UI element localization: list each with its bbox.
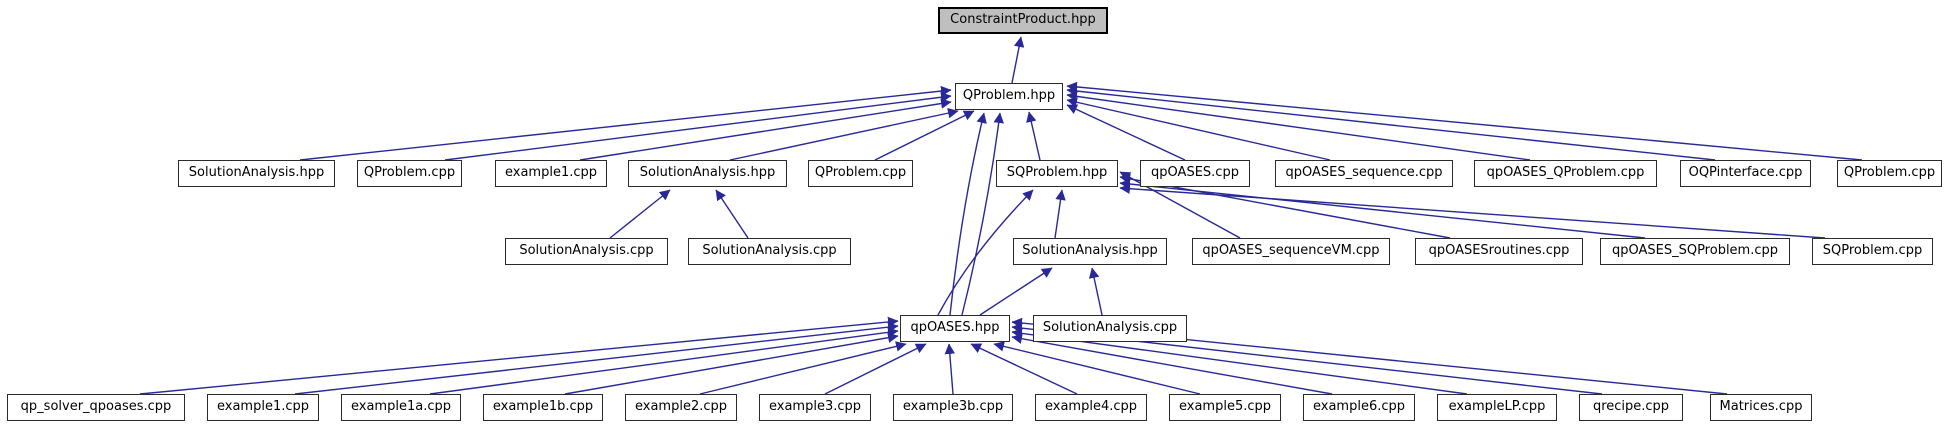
graph-node[interactable]: exampleLP.cpp: [1437, 394, 1557, 421]
dependency-edge-n28-n20: [944, 343, 956, 395]
dependency-edge-n20-n15: [979, 267, 1053, 316]
dependency-edge-n17-n7: [1119, 173, 1451, 239]
graph-node[interactable]: Matrices.cpp: [1710, 394, 1812, 421]
dependency-edge-n1-n0: [1011, 36, 1025, 84]
dependency-edge-n3-n1: [444, 92, 952, 161]
graph-node[interactable]: example4.cpp: [1035, 394, 1147, 421]
graph-node[interactable]: example3.cpp: [759, 394, 871, 421]
dependency-edge-n6-n1: [874, 110, 975, 161]
graph-node[interactable]: SolutionAnalysis.cpp: [688, 238, 851, 265]
dependency-edge-n22-n20: [139, 316, 899, 395]
graph-node[interactable]: example3b.cpp: [893, 394, 1013, 421]
graph-node[interactable]: qpOASES.cpp: [1140, 160, 1250, 187]
graph-node[interactable]: example1.cpp: [495, 160, 607, 187]
dependency-edge-n9-n1: [1066, 97, 1331, 161]
dependency-edge-n12-n1: [1066, 81, 1863, 161]
graph-node[interactable]: example6.cpp: [1303, 394, 1415, 421]
graph-node[interactable]: qpOASES_sequence.cpp: [1275, 160, 1453, 187]
graph-node[interactable]: OQPinterface.cpp: [1680, 160, 1811, 187]
dependency-edge-n31-n20: [1011, 333, 1333, 395]
dependency-edge-n14-n5: [715, 189, 749, 239]
graph-node[interactable]: qpOASES_sequenceVM.cpp: [1192, 238, 1390, 265]
dependency-edge-n23-n20: [294, 321, 899, 395]
graph-node[interactable]: example2.cpp: [625, 394, 737, 421]
graph-node[interactable]: example1a.cpp: [341, 394, 461, 421]
dependency-edge-n10-n1: [1066, 91, 1531, 161]
graph-node[interactable]: qpOASESroutines.cpp: [1415, 238, 1583, 265]
dependency-edge-n27-n20: [824, 343, 927, 395]
graph-node[interactable]: qrecipe.cpp: [1579, 394, 1683, 421]
dependency-edge-n2-n1: [299, 85, 952, 161]
dependency-edge-n5-n1: [729, 107, 959, 161]
graph-node[interactable]: SolutionAnalysis.cpp: [505, 238, 668, 265]
graph-node[interactable]: SQProblem.cpp: [1812, 238, 1933, 265]
graph-node[interactable]: example1.cpp: [207, 394, 319, 421]
graph-node[interactable]: qpOASES.hpp: [900, 315, 1010, 342]
dependency-edge-n25-n20: [564, 332, 899, 395]
graph-node[interactable]: QProblem.cpp: [808, 160, 913, 187]
dependency-edge-n20-n7: [937, 189, 1034, 316]
graph-node[interactable]: SQProblem.hpp: [996, 160, 1118, 187]
dependency-edge-n15-n7: [1054, 189, 1066, 239]
dependency-edge-n4-n1: [579, 98, 952, 161]
dependency-edge-n11-n1: [1066, 85, 1716, 161]
graph-node[interactable]: example1b.cpp: [483, 394, 603, 421]
graph-node[interactable]: qpOASES_SQProblem.cpp: [1600, 238, 1790, 265]
dependency-edge-n20-n1: [961, 112, 1004, 316]
dependency-edge-n13-n5: [609, 189, 671, 239]
graph-node-root: ConstraintProduct.hpp: [938, 7, 1108, 34]
graph-node[interactable]: SolutionAnalysis.hpp: [628, 160, 787, 187]
dependency-edge-n32-n20: [1011, 328, 1468, 395]
graph-node[interactable]: QProblem.hpp: [955, 83, 1063, 110]
graph-node[interactable]: example5.cpp: [1169, 394, 1281, 421]
dependency-edge-n20-n1: [949, 112, 987, 316]
dependency-edge-n21-n15: [1088, 267, 1103, 316]
dependency-edge-n18-n7: [1119, 178, 1646, 239]
dependency-edge-n7-n1: [1026, 111, 1041, 161]
dependency-edge-n8-n1: [1066, 104, 1186, 161]
dependency-edge-n30-n20: [993, 341, 1201, 395]
dependency-edge-n24-n20: [429, 327, 899, 395]
graph-node[interactable]: qp_solver_qpoases.cpp: [7, 394, 185, 421]
graph-node[interactable]: SolutionAnalysis.cpp: [1033, 315, 1187, 342]
graph-node[interactable]: qpOASES_QProblem.cpp: [1474, 160, 1657, 187]
dependency-edge-n19-n7: [1119, 183, 1826, 239]
graph-node[interactable]: SolutionAnalysis.hpp: [1013, 238, 1167, 265]
dependency-edge-n29-n20: [970, 343, 1078, 395]
graph-node[interactable]: SolutionAnalysis.hpp: [178, 160, 335, 187]
graph-node[interactable]: QProblem.cpp: [1837, 160, 1942, 187]
dependency-edge-n26-n20: [699, 341, 907, 395]
graph-node[interactable]: QProblem.cpp: [357, 160, 462, 187]
